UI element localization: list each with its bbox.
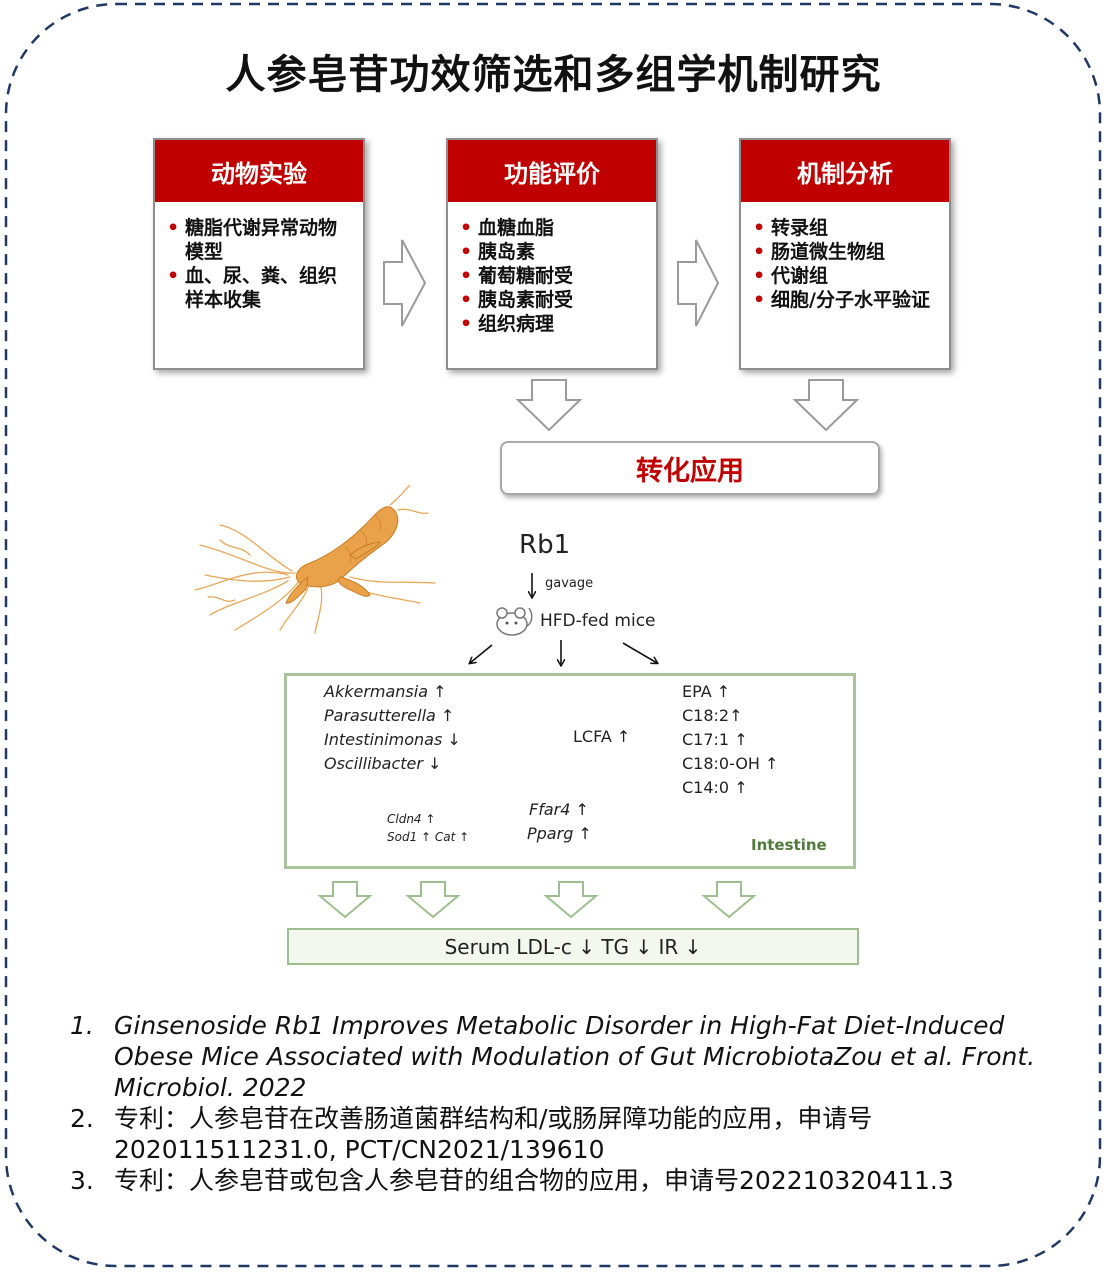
page-title: 人参皂苷功效筛选和多组学机制研究 <box>225 52 882 98</box>
card-item: 葡萄糖耐受 <box>460 264 646 288</box>
card-item: 胰岛素 <box>460 240 646 264</box>
down-arrow-icon <box>405 881 461 919</box>
reference-item: 1. Ginsenoside Rb1 Improves Metabolic Di… <box>70 1010 1050 1103</box>
card-mechanism-analysis: 机制分析 转录组 肠道微生物组 代谢组 细胞/分子水平验证 <box>739 138 951 370</box>
reference-item: 2. 专利：人参皂苷在改善肠道菌群结构和/或肠屏障功能的应用，申请号202011… <box>70 1103 1050 1165</box>
references-list: 1. Ginsenoside Rb1 Improves Metabolic Di… <box>70 1010 1050 1196</box>
bacteria-item: Akkermansia ↑ <box>324 682 447 701</box>
route-label: gavage <box>545 576 594 591</box>
right-arrow-icon <box>677 239 720 327</box>
ginseng-root-illustration <box>194 485 436 634</box>
card-function-evaluation: 功能评价 血糖血脂 胰岛素 葡萄糖耐受 胰岛素耐受 组织病理 <box>446 138 658 370</box>
compound-label: Rb1 <box>519 530 571 560</box>
bacteria-item: Parasutterella ↑ <box>324 706 455 725</box>
card-item: 组织病理 <box>460 312 646 336</box>
reference-text: 专利：人参皂苷在改善肠道菌群结构和/或肠屏障功能的应用，申请号202011511… <box>114 1104 873 1164</box>
receptor-item: Ffar4 ↑ <box>529 800 589 819</box>
model-label: HFD-fed mice <box>540 611 656 631</box>
fatty-acid-item: C17:1 ↑ <box>682 730 748 749</box>
card-item: 细胞/分子水平验证 <box>753 288 939 312</box>
barrier-gene-item: Cldn4 ↑ <box>387 812 436 826</box>
right-arrow-icon <box>383 239 427 327</box>
down-arrow-icon <box>543 881 599 919</box>
tissue-label: Intestine <box>751 836 827 854</box>
down-arrow-icon <box>701 881 757 919</box>
card-item: 糖脂代谢异常动物模型 <box>167 216 353 264</box>
fatty-acid-item: EPA ↑ <box>682 682 731 701</box>
card-item: 血糖血脂 <box>460 216 646 240</box>
card-header: 机制分析 <box>741 140 949 202</box>
card-item: 胰岛素耐受 <box>460 288 646 312</box>
down-arrow-icon <box>792 379 860 432</box>
down-arrow-icon <box>515 379 583 432</box>
bacteria-item: Intestinimonas ↓ <box>324 730 461 749</box>
reference-text: Ginsenoside Rb1 Improves Metabolic Disor… <box>114 1011 1036 1102</box>
receptor-item: Pparg ↑ <box>527 824 592 843</box>
card-animal-experiment: 动物实验 糖脂代谢异常动物模型 血、尿、粪、组织样本收集 <box>153 138 365 370</box>
card-item: 肠道微生物组 <box>753 240 939 264</box>
card-header: 功能评价 <box>448 140 656 202</box>
card-item: 转录组 <box>753 216 939 240</box>
card-header: 动物实验 <box>155 140 363 202</box>
reference-number: 2. <box>70 1104 94 1133</box>
reference-text: 专利：人参皂苷或包含人参皂苷的组合物的应用，申请号202210320411.3 <box>114 1166 954 1195</box>
card-item: 血、尿、粪、组织样本收集 <box>167 264 353 312</box>
fatty-acid-item: C14:0 ↑ <box>682 778 748 797</box>
lcfa-label: LCFA ↑ <box>573 727 631 746</box>
intestine-mechanism-box <box>284 673 856 869</box>
fatty-acid-item: C18:0-OH ↑ <box>682 754 779 773</box>
card-item: 代谢组 <box>753 264 939 288</box>
fatty-acid-item: C18:2↑ <box>682 706 743 725</box>
reference-number: 1. <box>70 1011 94 1040</box>
serum-outcome-box: Serum LDL-c ↓ TG ↓ IR ↓ <box>287 928 859 965</box>
reference-number: 3. <box>70 1166 94 1195</box>
mouse-icon <box>496 607 533 636</box>
down-arrow-icon <box>317 881 373 919</box>
bacteria-item: Oscillibacter ↓ <box>324 754 442 773</box>
translation-application-box: 转化应用 <box>500 441 880 495</box>
reference-item: 3. 专利：人参皂苷或包含人参皂苷的组合物的应用，申请号202210320411… <box>70 1165 1050 1196</box>
barrier-gene-item: Sod1 ↑ Cat ↑ <box>387 830 470 844</box>
